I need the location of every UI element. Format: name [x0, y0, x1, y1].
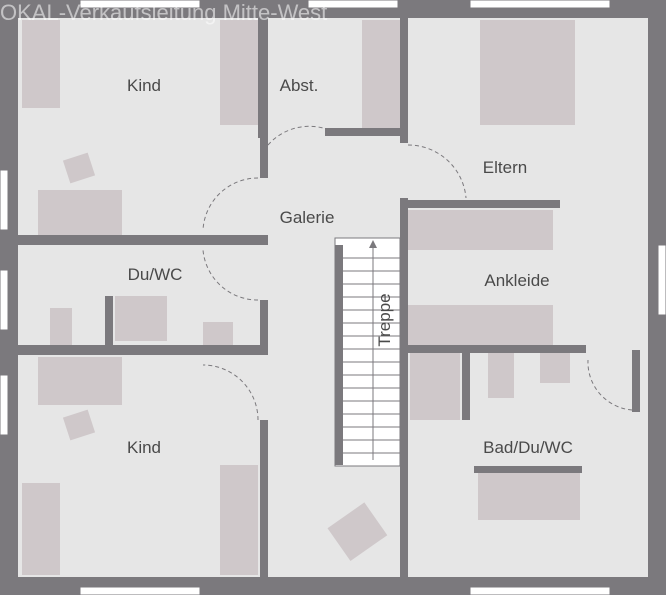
- room-label-kind-top: Kind: [127, 76, 161, 95]
- room-label-bad: Bad/Du/WC: [483, 438, 573, 457]
- interior-walls: [18, 18, 640, 577]
- room-label-abst: Abst.: [280, 76, 319, 95]
- room-label-du-wc: Du/WC: [128, 265, 183, 284]
- door-swings: [202, 125, 633, 421]
- room-label-galerie: Galerie: [280, 208, 335, 227]
- room-label-kind-bottom: Kind: [127, 438, 161, 457]
- room-label-ankleide: Ankleide: [484, 271, 549, 290]
- room-label-treppe: Treppe: [375, 293, 394, 346]
- furniture: [22, 20, 582, 575]
- room-label-eltern: Eltern: [483, 158, 527, 177]
- staircase[interactable]: [334, 237, 401, 467]
- watermark: OKAL-Verkaufsleitung Mitte-West: [0, 0, 327, 25]
